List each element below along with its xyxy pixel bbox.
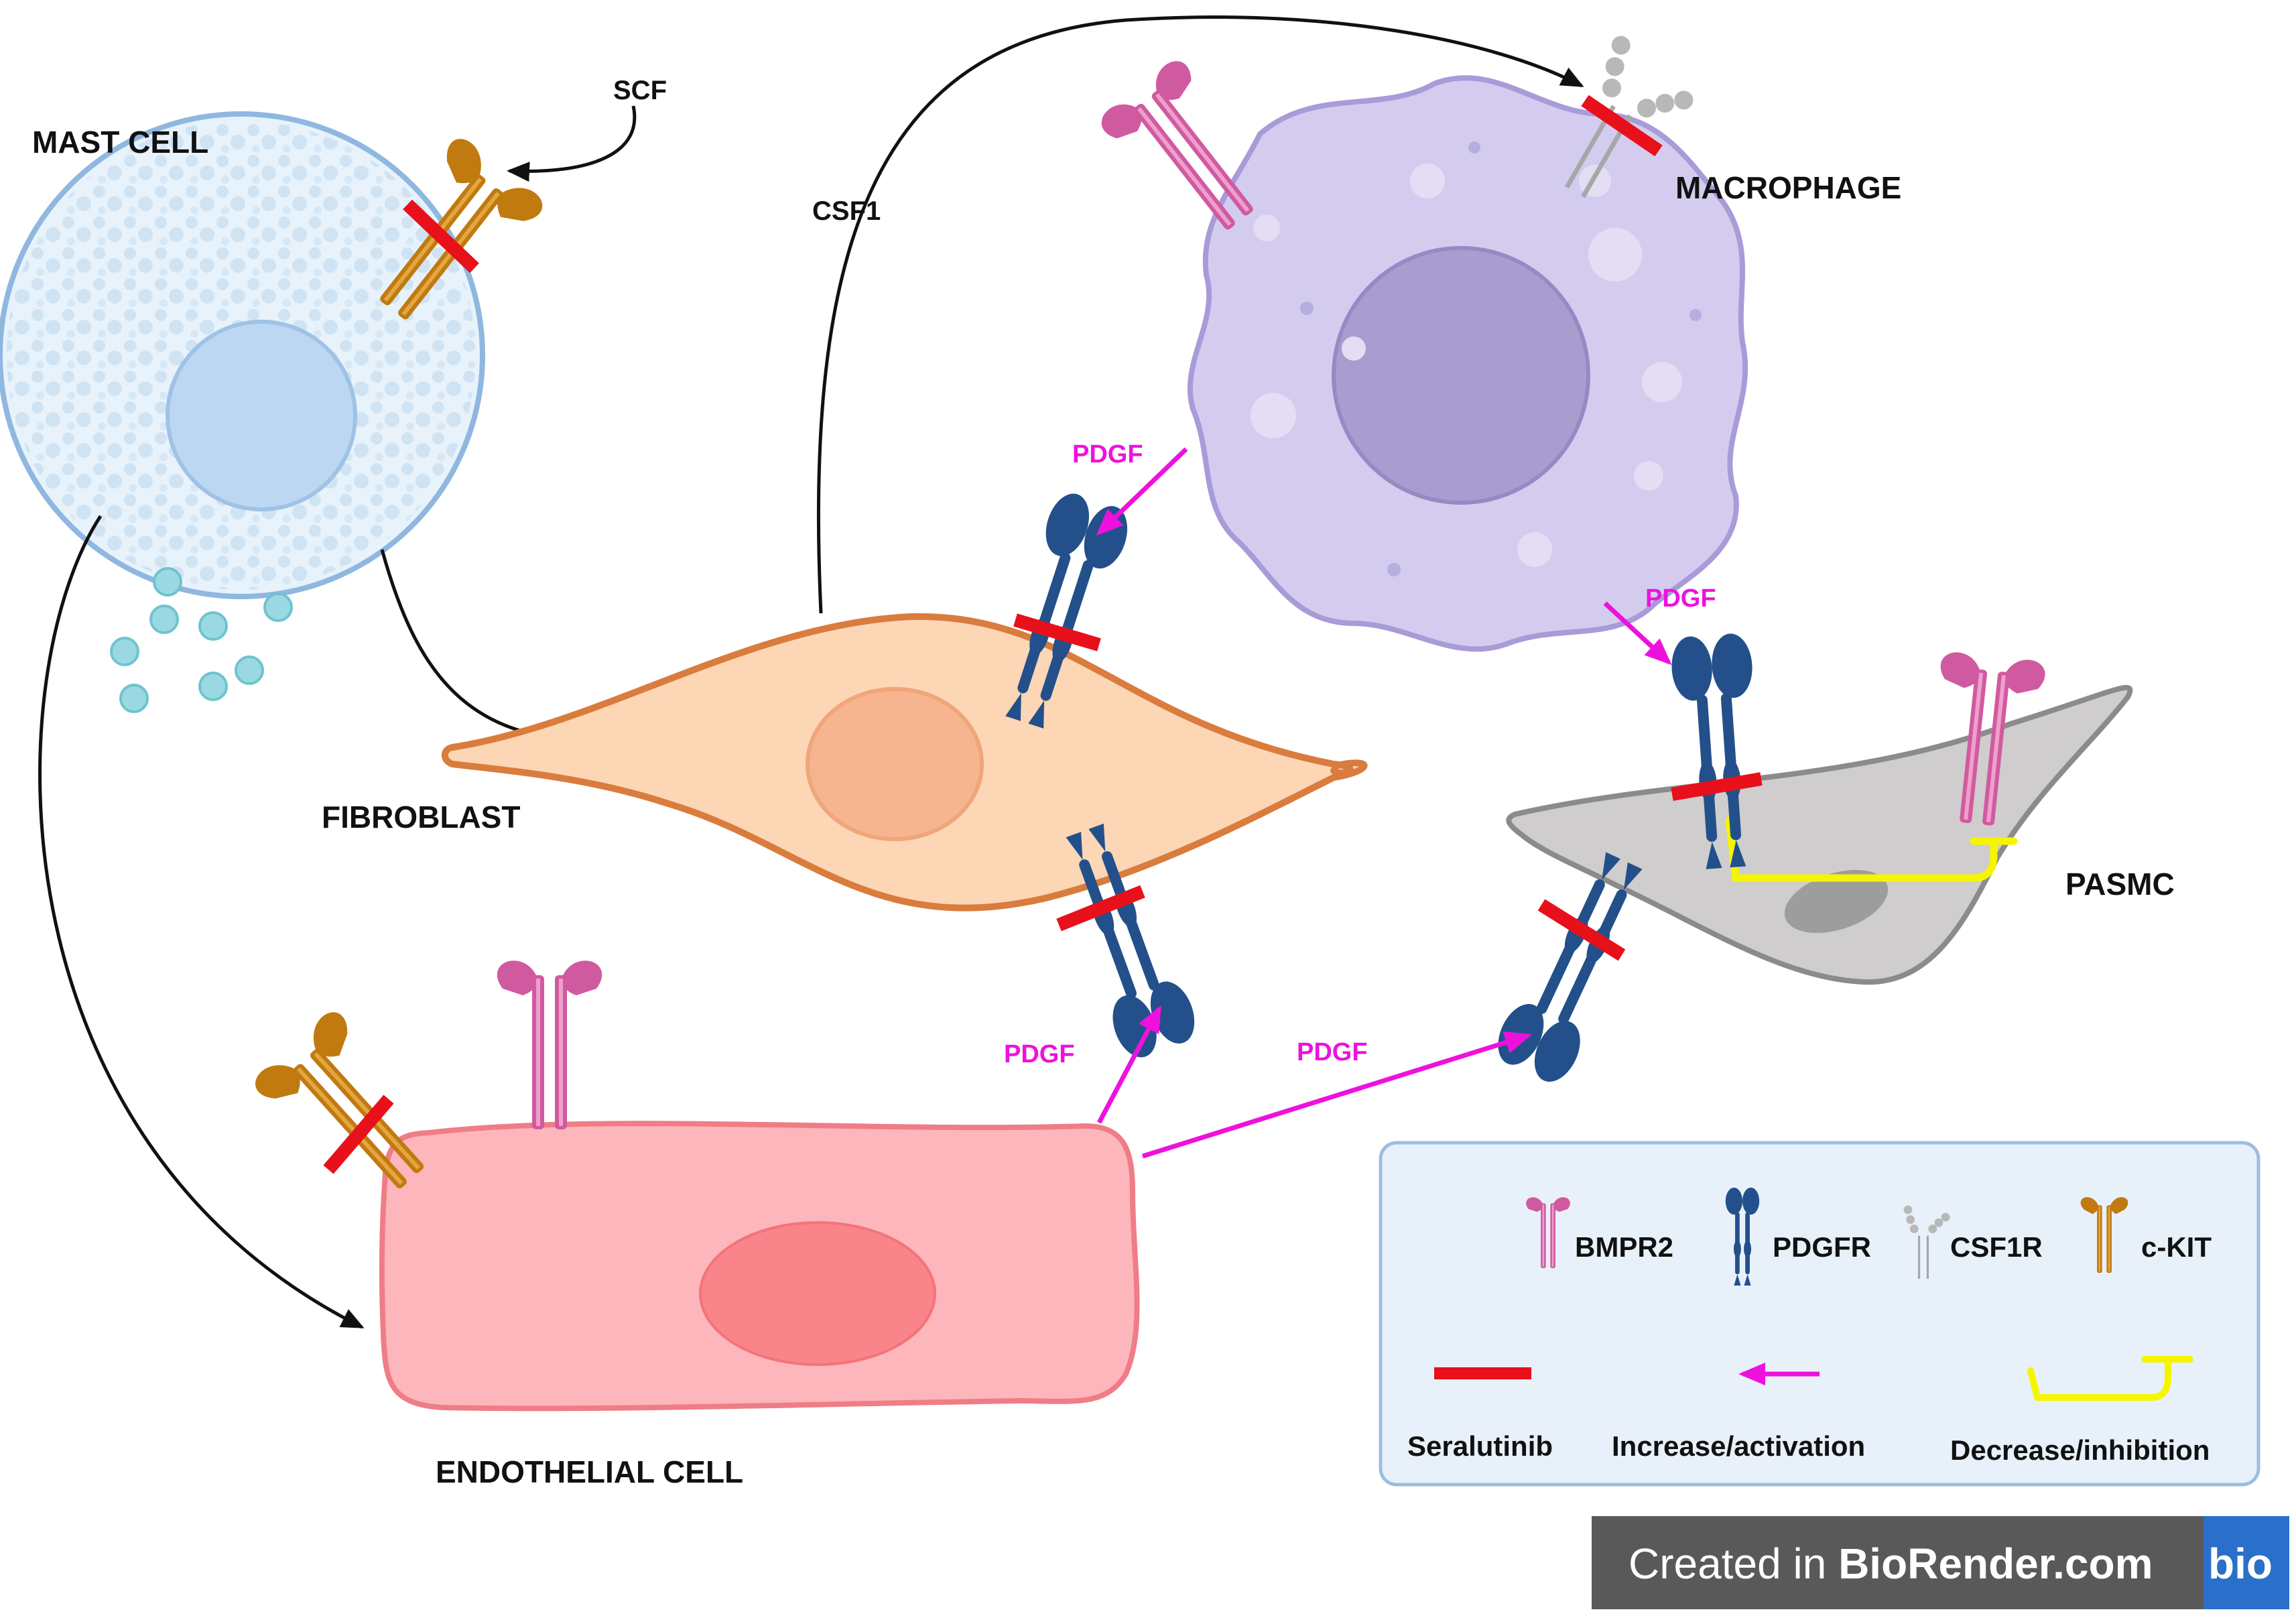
pdgf-arrow-macrophage-to-pasmc	[1603, 601, 1672, 666]
legend: BMPR2 PDGFR CSF1R c-KIT Seralutinib Incr…	[1379, 1141, 2260, 1487]
legend-bmpr2-label: BMPR2	[1575, 1231, 1673, 1263]
csf1-arrow	[816, 15, 1584, 614]
seralutinib-bar-pasmc-top	[1671, 772, 1763, 801]
legend-ckit-label: c-KIT	[2141, 1231, 2212, 1263]
seralutinib-bar-pasmc-lower	[1537, 899, 1626, 961]
inhibition-line-pasmc	[1725, 817, 2018, 882]
legend-increase-label: Increase/activation	[1612, 1430, 1865, 1462]
mast-cell-released-granules	[110, 567, 293, 713]
svg-text:Created in BioRender.com: Created in BioRender.com	[1629, 1540, 2153, 1588]
legend-seralutinib-icon	[1434, 1367, 1531, 1379]
badge-prefix: Created in	[1629, 1540, 1838, 1588]
mast-cell-label: MAST CELL	[32, 125, 208, 160]
pdgf-label-2: PDGF	[1645, 584, 1716, 613]
bmpr2-receptor-endothelial	[497, 960, 602, 1129]
seralutinib-bar-endothelial-ckit	[323, 1095, 394, 1174]
legend-decrease-label: Decrease/inhibition	[1950, 1434, 2210, 1466]
pdgf-label-4: PDGF	[1297, 1038, 1368, 1066]
legend-decrease-icon	[2027, 1356, 2193, 1401]
seralutinib-bar-fibroblast-lower	[1056, 885, 1145, 932]
seralutinib-bar-fibroblast-upper	[1013, 613, 1101, 651]
legend-seralutinib-label: Seralutinib	[1407, 1430, 1553, 1462]
fibroblast-cell	[441, 613, 1368, 912]
badge-logo: bio	[2208, 1540, 2273, 1588]
scf-label: SCF	[613, 76, 667, 105]
pdgf-arrow-endothelial-to-fibroblast	[1096, 1005, 1162, 1124]
mast-to-endothelial-arrow	[38, 515, 365, 1329]
legend-csf1r-label: CSF1R	[1950, 1231, 2043, 1263]
badge-logo-bg	[2204, 1516, 2289, 1609]
pasmc-label: PASMC	[2065, 867, 2175, 901]
mast-cell	[0, 111, 485, 599]
biorender-badge[interactable]: Created in BioRender.com bio	[1592, 1516, 2289, 1609]
badge-brand: BioRender.com	[1838, 1540, 2153, 1588]
pdgf-arrow-macrophage-to-fibroblast	[1096, 447, 1188, 536]
csf1-label: CSF1	[812, 196, 881, 226]
fibroblast-label: FIBROBLAST	[322, 800, 520, 834]
endothelial-cell	[379, 1121, 1140, 1412]
macrophage-label: MACROPHAGE	[1675, 170, 1901, 205]
scf-arrow	[507, 105, 637, 182]
macrophage-cell	[1187, 75, 1748, 652]
pdgf-label-3: PDGF	[1004, 1040, 1075, 1068]
legend-pdgfr-label: PDGFR	[1773, 1231, 1871, 1263]
seralutinib-bar-macrophage-csf1r	[1581, 95, 1663, 157]
pdgf-arrow-endothelial-to-pasmc	[1141, 1031, 1532, 1159]
endothelial-label: ENDOTHELIAL CELL	[436, 1454, 743, 1489]
pdgf-label-1: PDGF	[1072, 440, 1143, 469]
seralutinib-bar-mast-ckit	[403, 199, 479, 273]
